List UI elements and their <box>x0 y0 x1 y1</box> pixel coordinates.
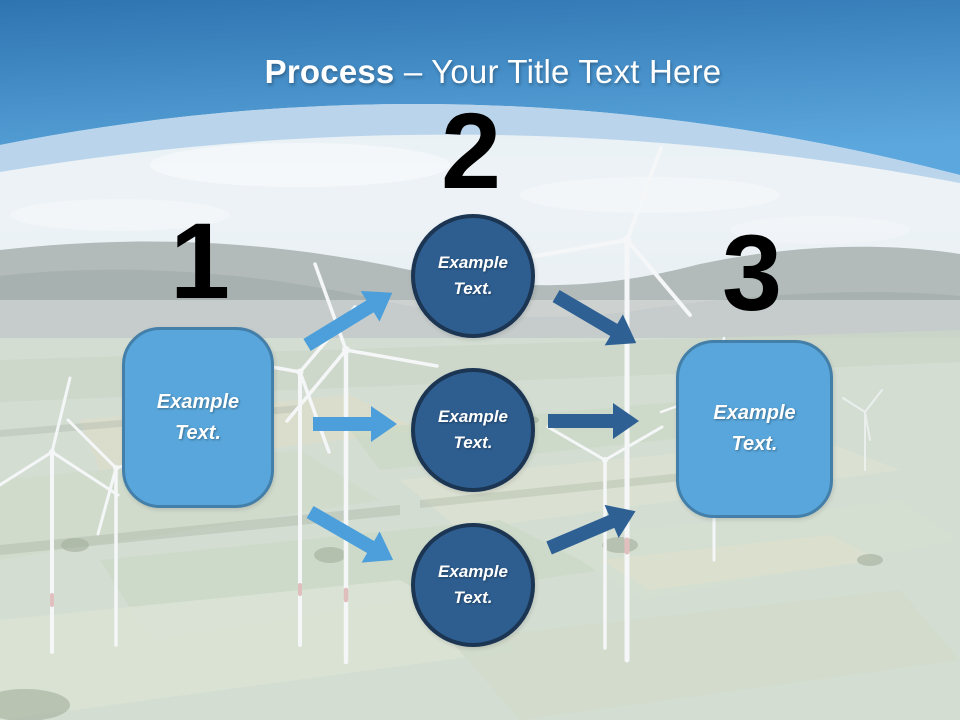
arrow-step1-to-circle-middle-icon <box>313 406 397 442</box>
step3-box-label: Example Text. <box>713 402 796 455</box>
arrow-circle-top-to-step3-icon <box>552 289 637 346</box>
step3-box: Example Text. <box>676 340 833 518</box>
turbine <box>842 389 883 471</box>
arrow-circle-middle-to-step3-icon <box>548 403 639 439</box>
header-curve <box>0 0 960 175</box>
header-band <box>0 103 960 183</box>
step2-circle-middle-label: Example Text. <box>438 407 508 452</box>
step2-circle-bottom: Example Text. <box>411 523 535 647</box>
step2-circle-top-label: Example Text. <box>438 253 508 298</box>
slide-title-keyword: Process <box>264 53 395 90</box>
step2-circle-top: Example Text. <box>411 214 535 338</box>
arrow-step1-to-circle-bottom-icon <box>306 505 394 563</box>
step1-box: Example Text. <box>122 327 274 508</box>
arrow-step1-to-circle-top-icon <box>303 290 393 351</box>
turbine <box>285 262 439 665</box>
slide-title: Process – Your Title Text Here <box>0 52 960 92</box>
step1-box-label: Example Text. <box>156 390 240 444</box>
turbine <box>546 425 664 650</box>
wind-turbines <box>0 146 883 665</box>
step-number-3: 3 <box>721 212 783 333</box>
step-number-2: 2 <box>440 90 502 211</box>
step-number-1: 1 <box>169 200 231 321</box>
clouds <box>10 143 910 244</box>
turbine <box>0 376 120 654</box>
step2-circle-middle: Example Text. <box>411 368 535 492</box>
step2-circle-bottom-label: Example Text. <box>438 562 508 607</box>
turbine <box>528 146 692 663</box>
arrow-circle-bottom-to-step3-icon <box>546 504 636 555</box>
slide-title-rest: – Your Title Text Here <box>403 53 722 90</box>
